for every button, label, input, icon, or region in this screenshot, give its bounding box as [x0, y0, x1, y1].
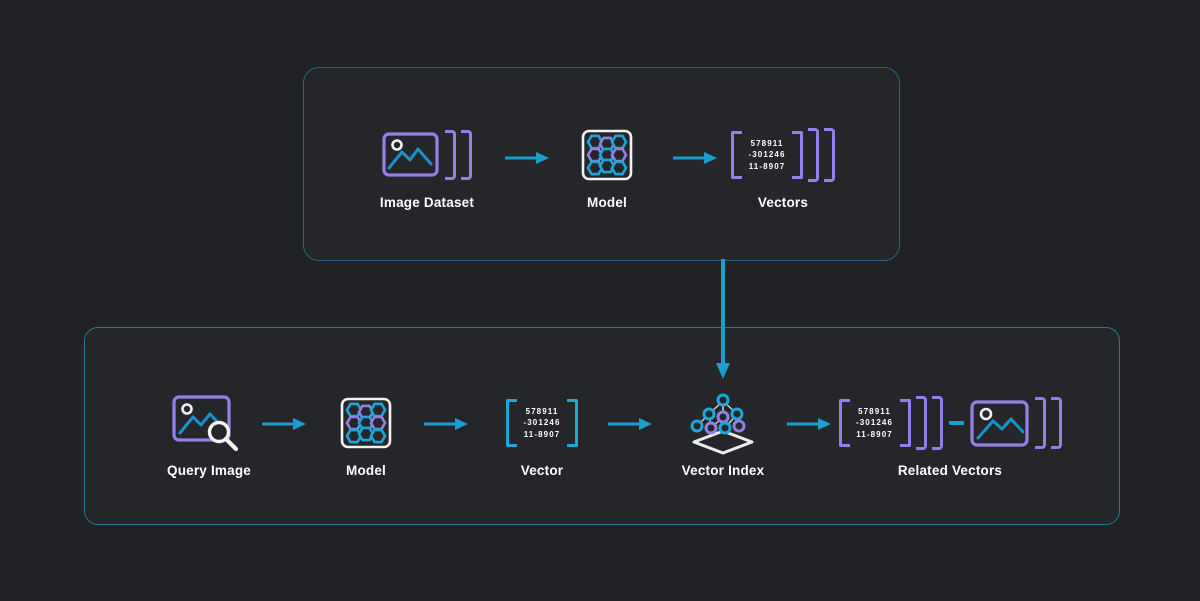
- arrow-right-icon: [261, 417, 307, 431]
- query-pipeline-box: [84, 327, 1120, 525]
- model-icon: [340, 397, 392, 449]
- node-label: Image Dataset: [379, 195, 475, 210]
- arrow-right-icon: [607, 417, 653, 431]
- arrow-right-icon: [672, 151, 718, 165]
- matrix-row: 11-8907: [856, 429, 893, 439]
- vector-index-icon: [690, 393, 754, 455]
- related-vectors-matrix-icon: 578911 -301246 11-8907: [838, 399, 911, 447]
- related-image-icon: [969, 400, 1029, 447]
- node-label: Vector Index: [681, 463, 765, 478]
- matrix-row: -301246: [855, 418, 894, 428]
- matrix-row: 578911: [858, 406, 891, 416]
- node-label: Vector: [520, 463, 564, 478]
- node-vectors: 578911 -301246 11-8907 Vectors: [698, 118, 868, 210]
- node-query-image: Query Image: [124, 386, 294, 478]
- image-dataset-icon: [382, 132, 439, 177]
- stack-brackets-icon: [461, 130, 472, 180]
- node-label: Query Image: [167, 463, 251, 478]
- model-icon: [581, 129, 633, 181]
- connector-dash: [948, 421, 964, 425]
- matrix-row: -301246: [523, 418, 561, 428]
- node-vector-index: Vector Index: [638, 386, 808, 478]
- stack-brackets-icon: [1034, 397, 1046, 449]
- node-label: Model: [587, 195, 627, 210]
- matrix-row: 578911: [750, 138, 784, 148]
- matrix-row: -301246: [748, 150, 786, 160]
- stack-brackets-icon: [915, 396, 927, 450]
- node-label: Model: [346, 463, 386, 478]
- node-image-dataset: Image Dataset: [342, 118, 512, 210]
- magnifier-icon: [207, 420, 239, 452]
- matrix-row: 578911: [525, 406, 559, 416]
- node-label: Related Vectors: [897, 463, 1003, 478]
- stack-brackets-icon: [824, 128, 835, 182]
- arrow-right-icon: [423, 417, 469, 431]
- stack-brackets-icon: [1050, 397, 1062, 449]
- node-label: Vectors: [757, 195, 809, 210]
- arrow-down-icon: [715, 259, 731, 380]
- node-related-vectors: 578911 -301246 11-8907 Related Ve: [838, 386, 1062, 478]
- vector-matrix-icon: 578911 -301246 11-8907: [506, 399, 578, 447]
- node-vector: 578911 -301246 11-8907 Vector: [457, 386, 627, 478]
- stack-brackets-icon: [445, 130, 456, 180]
- node-model-bottom: Model: [281, 386, 451, 478]
- vectors-matrix-icon: 578911 -301246 11-8907: [731, 131, 803, 179]
- matrix-row: 11-8907: [523, 429, 561, 439]
- stack-brackets-icon: [931, 396, 943, 450]
- arrow-right-icon: [786, 417, 832, 431]
- arrow-right-icon: [504, 151, 550, 165]
- stack-brackets-icon: [808, 128, 819, 182]
- node-model-top: Model: [522, 118, 692, 210]
- query-image-icon: [172, 395, 239, 452]
- matrix-row: 11-8907: [748, 161, 786, 171]
